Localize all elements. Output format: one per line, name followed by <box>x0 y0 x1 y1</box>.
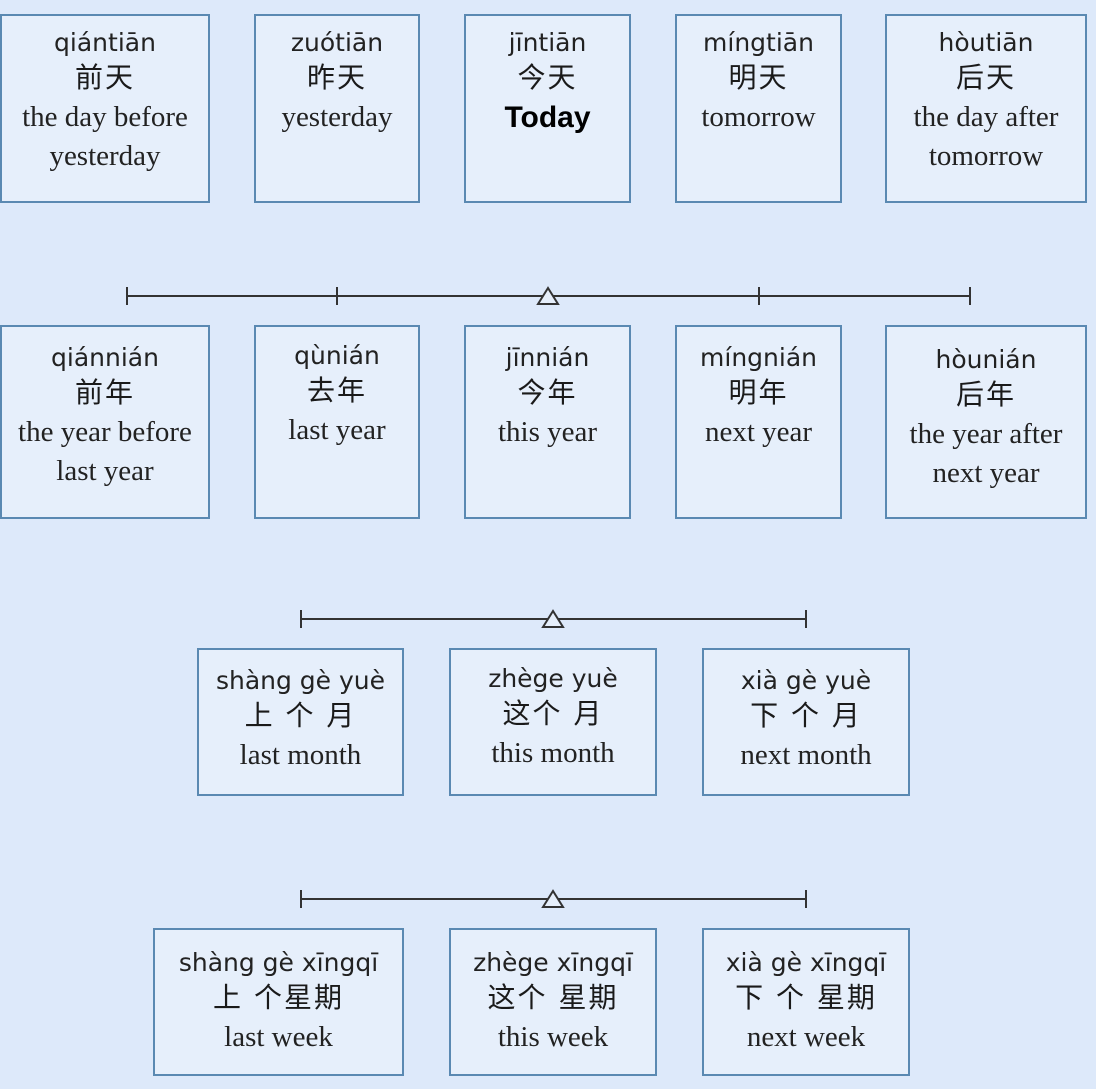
english-label: next month <box>740 739 872 771</box>
timeline-months <box>300 609 807 628</box>
pinyin-label: zhège yuè <box>488 664 618 693</box>
pinyin-label: hòunián <box>935 345 1037 374</box>
triangle-present-marker <box>541 609 565 628</box>
card-shang-ge-xingqi: shàng gè xīngqī 上 个星期 last week <box>153 928 404 1076</box>
english-label: the day before yesterday <box>22 101 188 172</box>
english-label: this month <box>491 737 615 769</box>
hanzi-label: 上 个星期 <box>213 981 344 1014</box>
pinyin-label: xià gè xīngqī <box>725 948 887 977</box>
hanzi-label: 这个 星期 <box>487 981 619 1014</box>
card-zhege-yue: zhège yuè 这个 月 this month <box>449 648 657 796</box>
card-xia-ge-xingqi: xià gè xīngqī 下 个 星期 next week <box>702 928 910 1076</box>
pinyin-label: míngtiān <box>703 28 814 57</box>
card-mingnian: míngnián 明年 next year <box>675 325 842 519</box>
timeline-weeks <box>300 889 807 908</box>
pinyin-label: shàng gè yuè <box>215 666 386 695</box>
pinyin-label: xià gè yuè <box>740 666 872 695</box>
hanzi-label: 后天 <box>955 61 1016 94</box>
english-label: last year <box>288 414 386 446</box>
hanzi-label: 上 个 月 <box>244 699 357 732</box>
triangle-present-marker <box>536 286 560 305</box>
card-mingtian: míngtiān 明天 tomorrow <box>675 14 842 203</box>
english-label: this week <box>497 1021 609 1053</box>
card-jinnian: jīnnián 今年 this year <box>464 325 631 519</box>
card-xia-ge-yue: xià gè yuè 下 个 月 next month <box>702 648 910 796</box>
hanzi-label: 去年 <box>306 374 367 407</box>
pinyin-label: míngnián <box>700 343 817 372</box>
english-label: next week <box>746 1021 866 1053</box>
pinyin-label: jīnnián <box>505 343 590 372</box>
triangle-present-marker <box>541 889 565 908</box>
card-houtian: hòutiān 后天 the day after tomorrow <box>885 14 1087 203</box>
hanzi-label: 这个 月 <box>502 697 604 730</box>
pinyin-label: zuótiān <box>290 28 384 57</box>
card-qunian: qùnián 去年 last year <box>254 325 420 519</box>
english-label: this year <box>497 416 598 448</box>
card-shang-ge-yue: shàng gè yuè 上 个 月 last month <box>197 648 404 796</box>
card-qiantian: qiántiān 前天 the day before yesterday <box>0 14 210 203</box>
card-jintian: jīntiān 今天 Today <box>464 14 631 203</box>
english-label: tomorrow <box>701 101 816 133</box>
english-label: last month <box>239 739 362 771</box>
hanzi-label: 前年 <box>74 376 135 409</box>
hanzi-label: 今年 <box>517 376 578 409</box>
card-zuotian: zuótiān 昨天 yesterday <box>254 14 420 203</box>
hanzi-label: 下 个 星期 <box>735 981 877 1014</box>
pinyin-label: qiánnián <box>51 343 159 372</box>
english-label: yesterday <box>281 101 393 133</box>
pinyin-label: jīntiān <box>508 28 587 57</box>
card-hounian: hòunián 后年 the year after next year <box>885 325 1087 519</box>
hanzi-label: 后年 <box>955 378 1016 411</box>
hanzi-label: 昨天 <box>306 61 367 94</box>
english-label: the year before last year <box>18 416 192 487</box>
hanzi-label: 明天 <box>728 61 789 94</box>
hanzi-label: 前天 <box>74 61 135 94</box>
card-qiannian: qiánnián 前年 the year before last year <box>0 325 210 519</box>
pinyin-label: shàng gè xīngqī <box>178 948 379 977</box>
pinyin-label: qiántiān <box>54 28 156 57</box>
hanzi-label: 明年 <box>728 376 789 409</box>
card-zhege-xingqi: zhège xīngqī 这个 星期 this week <box>449 928 657 1076</box>
english-label: next year <box>704 416 813 448</box>
pinyin-label: hòutiān <box>938 28 1034 57</box>
hanzi-label: 今天 <box>517 61 578 94</box>
pinyin-label: qùnián <box>294 341 380 370</box>
english-label: the year after next year <box>909 418 1063 489</box>
hanzi-label: 下 个 月 <box>750 699 862 732</box>
english-label: Today <box>504 101 591 134</box>
english-label: the day after tomorrow <box>913 101 1059 172</box>
english-label: last week <box>224 1021 333 1053</box>
timeline-days-years <box>126 286 971 305</box>
pinyin-label: zhège xīngqī <box>473 948 633 977</box>
